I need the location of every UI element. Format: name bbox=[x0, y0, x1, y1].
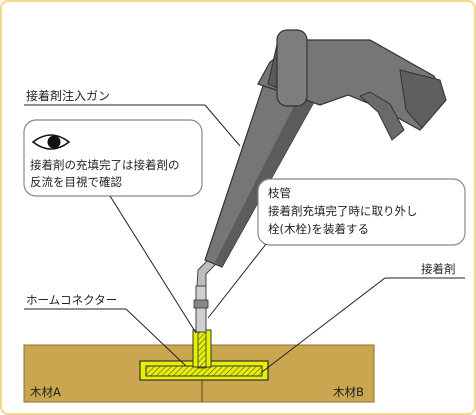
label-connector: ホームコネクター bbox=[26, 293, 117, 307]
leader-branch-pipe bbox=[207, 243, 267, 319]
leader-adhesive bbox=[261, 277, 386, 373]
callout-branch-title: 枝管 bbox=[268, 186, 291, 200]
callout-visual-check-line2: 反流を目視で確認 bbox=[30, 175, 122, 189]
callout-branch-line2: 栓(木栓)を装着する bbox=[268, 222, 369, 236]
label-wood-a: 木材A bbox=[30, 385, 61, 399]
label-adhesive: 接着剤 bbox=[421, 262, 456, 276]
leader-visual-check bbox=[109, 195, 197, 334]
callout-branch-pipe bbox=[257, 178, 466, 246]
leader-gun bbox=[204, 104, 241, 147]
eye-icon bbox=[31, 134, 71, 150]
gun-trigger bbox=[359, 91, 405, 141]
callout-visual-check-line1: 接着剤の充填完了は接着剤の bbox=[30, 158, 180, 172]
branch-pipe bbox=[195, 285, 207, 333]
callout-visual-check bbox=[23, 119, 203, 197]
branch-pipe-cap bbox=[193, 299, 209, 309]
label-gun: 接着剤注入ガン bbox=[26, 88, 110, 103]
gun-rear bbox=[399, 69, 447, 129]
label-wood-b: 木材B bbox=[333, 385, 364, 399]
connector-stem bbox=[197, 329, 207, 369]
leader-connector bbox=[125, 308, 187, 367]
callout-branch-line1: 接着剤充填完了時に取り外し bbox=[268, 204, 418, 218]
gun-grip bbox=[276, 29, 308, 107]
